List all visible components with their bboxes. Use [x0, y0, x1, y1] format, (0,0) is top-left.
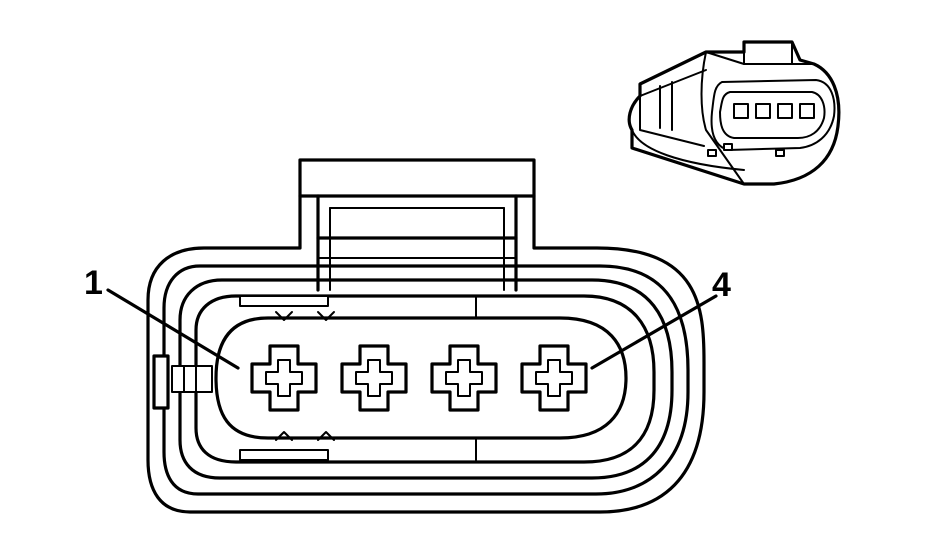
terminal-3-contact	[445, 359, 483, 397]
terminal-2	[340, 344, 408, 412]
keying-chevrons	[275, 311, 335, 441]
terminal-cavity	[214, 316, 628, 440]
connector-isometric-view	[627, 40, 841, 186]
terminal-4-contact	[535, 359, 573, 397]
top-key-bar	[239, 295, 329, 307]
connector-face-view: 1 4	[84, 158, 731, 514]
terminal-1	[250, 344, 318, 412]
callout-1-leader	[106, 288, 240, 370]
terminal-3	[430, 344, 498, 412]
terminal-4	[520, 344, 588, 412]
latch-tab	[298, 194, 536, 292]
terminal-2-contact	[355, 359, 393, 397]
callout-4-label: 4	[712, 266, 731, 304]
side-lock-slot	[152, 354, 213, 410]
terminal-row	[250, 344, 588, 412]
housing-contours	[162, 264, 690, 496]
callout-4-leader	[590, 294, 718, 370]
iso-terminals	[733, 103, 815, 119]
callout-1-label: 1	[84, 264, 103, 302]
bottom-key-bar	[239, 449, 329, 461]
terminal-1-contact	[265, 359, 303, 397]
